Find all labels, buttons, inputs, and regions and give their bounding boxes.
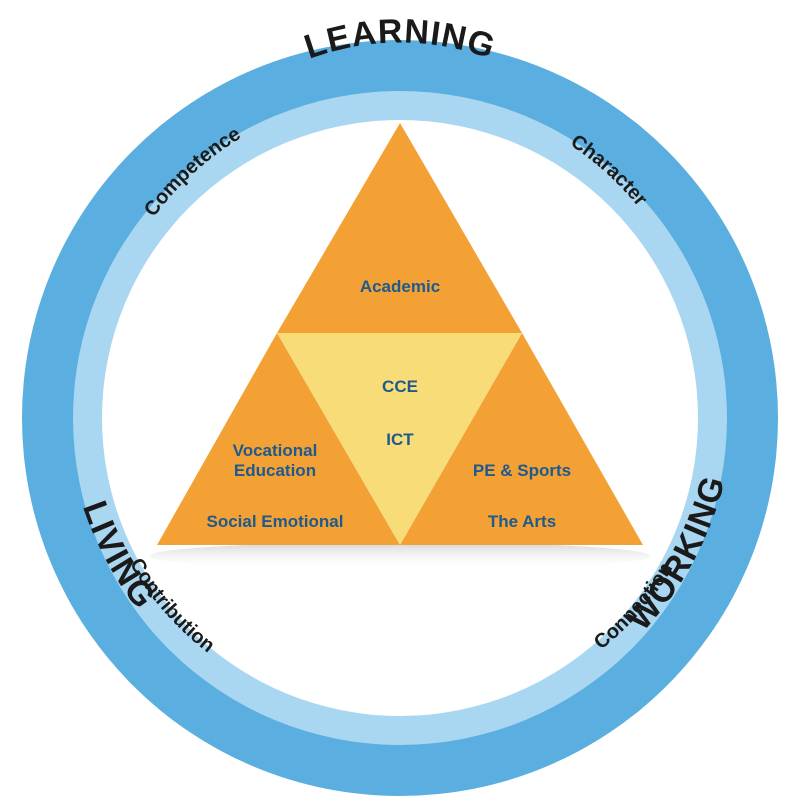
triangle-top bbox=[277, 123, 522, 333]
label-social-emotional: Social Emotional bbox=[207, 512, 344, 531]
label-vocational: Vocational bbox=[233, 441, 318, 460]
triangle-left bbox=[157, 333, 400, 545]
label-education: Education bbox=[234, 461, 316, 480]
label-ict: ICT bbox=[386, 430, 414, 449]
label-the-arts: The Arts bbox=[488, 512, 556, 531]
triangle-right bbox=[400, 333, 643, 545]
label-cce: CCE bbox=[382, 377, 418, 396]
label-academic: Academic bbox=[360, 277, 440, 296]
label-pe-sports: PE & Sports bbox=[473, 461, 571, 480]
triangle-shadow bbox=[150, 542, 650, 570]
triangle-center bbox=[277, 333, 522, 545]
